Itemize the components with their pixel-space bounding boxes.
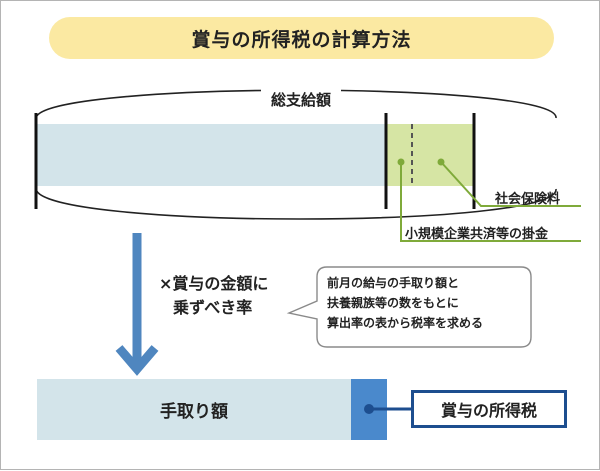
social-insurance-label: 社会保険料 <box>495 192 561 207</box>
note-line: 算出率の表から税率を求める <box>327 316 484 330</box>
multiply-rate-line1: ×賞与の金額に <box>159 274 269 293</box>
bonus-income-tax-label: 賞与の所得税 <box>411 390 567 428</box>
diagram-title: 賞与の所得税の計算方法 <box>49 17 554 59</box>
mutual-aid-leader <box>400 162 581 242</box>
note-line: 前月の給与の手取り額と <box>327 276 460 290</box>
mutual-aid-label: 小規模企業共済等の掛金 <box>405 227 549 242</box>
down-arrow-head <box>115 345 159 376</box>
net-portion-bar <box>36 124 386 186</box>
multiply-rate-label: ×賞与の金額に 乗ずべき率 <box>159 272 268 320</box>
net-amount-bar <box>37 379 351 440</box>
note-text: 前月の給与の手取り額と 扶養親族等の数をもとに 算出率の表から税率を求める <box>317 265 527 347</box>
deduction-bar <box>386 124 474 186</box>
multiply-rate-line2: 乗ずべき率 <box>173 298 253 317</box>
social-insurance-leader <box>440 161 581 207</box>
net-amount-label: 手取り額 <box>160 402 228 422</box>
note-line: 扶養親族等の数をもとに <box>327 296 459 310</box>
gross-pay-label: 総支給額 <box>261 89 341 110</box>
note-bubble <box>286 266 532 348</box>
gross-brace-lower <box>35 188 557 220</box>
